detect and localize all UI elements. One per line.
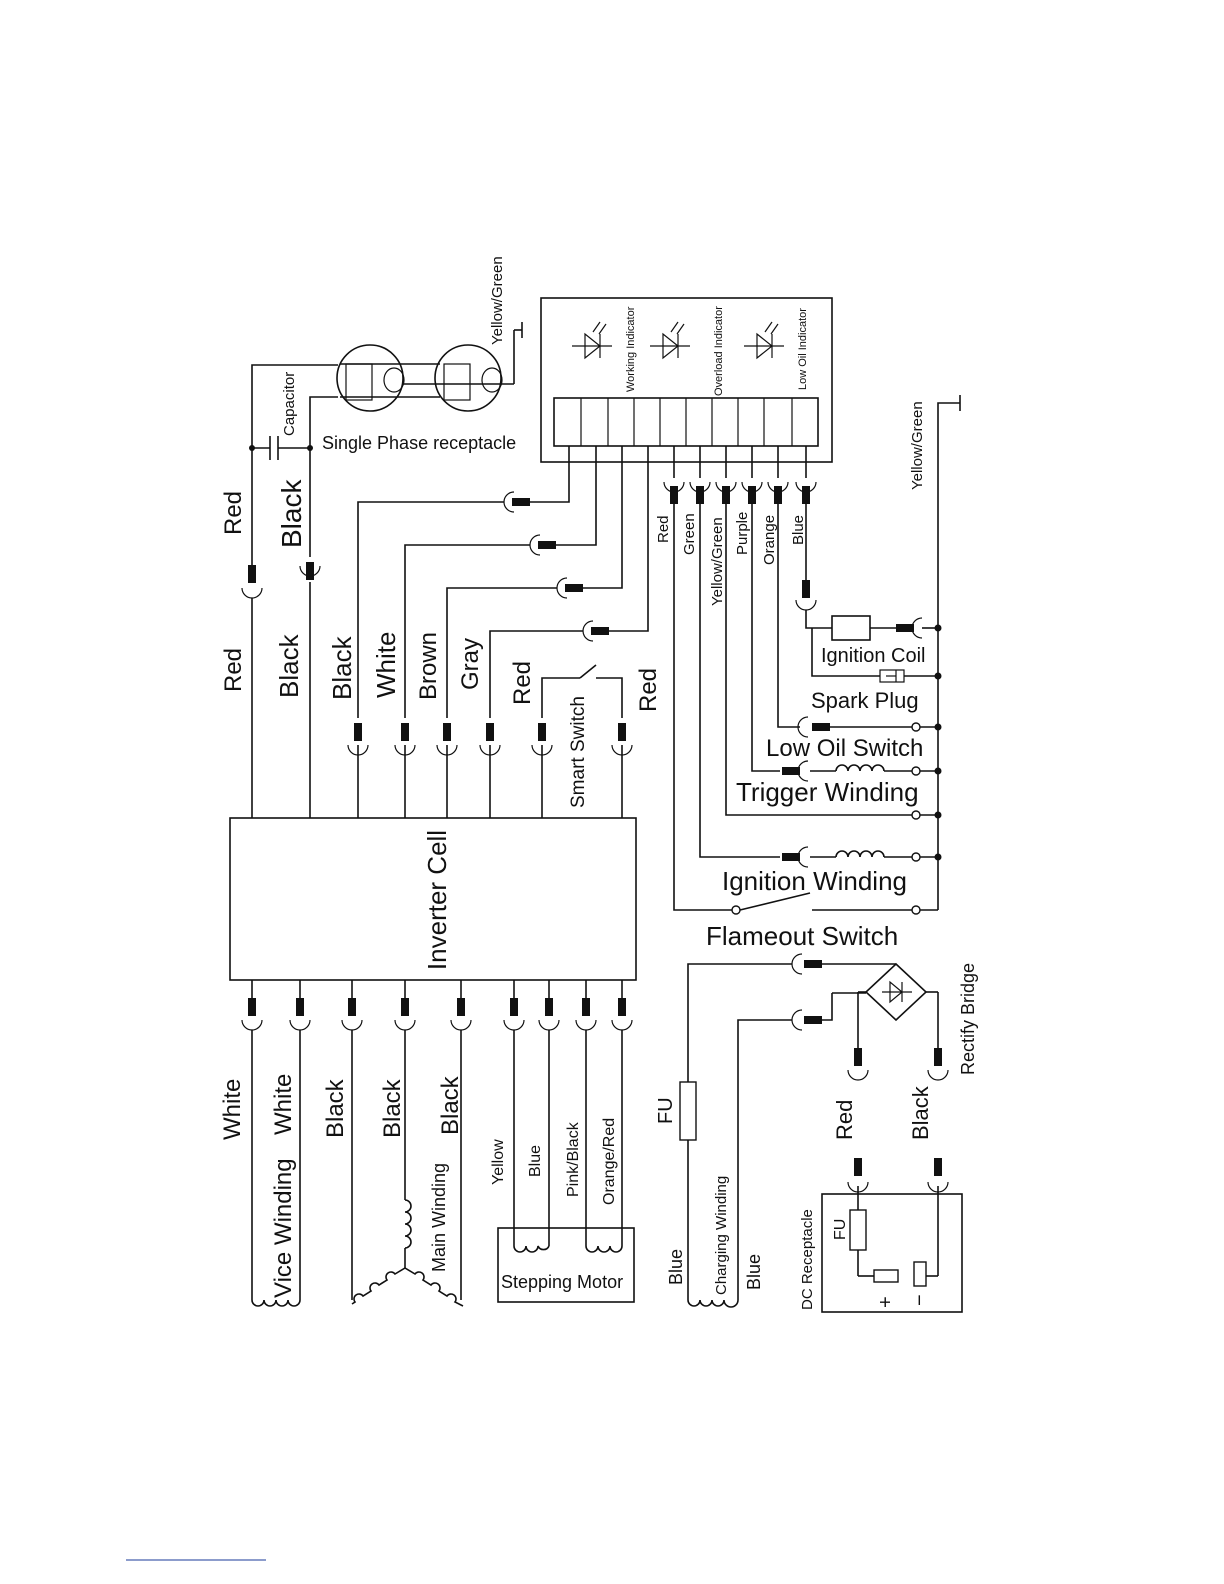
panel-to-cell-wires [347,446,649,818]
panel-output-plugs [663,446,817,504]
vice-winding-label: Vice Winding [270,1158,297,1298]
plus-label: + [875,1296,897,1308]
minus-label: − [909,1294,931,1306]
panel-wire-orange: Orange [761,515,778,565]
bot-label-black-2: Black [379,1078,406,1138]
main-winding-label: Main Winding [429,1163,449,1272]
led-low-oil-icon [744,321,784,360]
charge-blue-label-1: Blue [666,1249,686,1285]
vice-winding [251,1030,301,1307]
wire-label-black-1: Black [276,479,307,548]
dc-black-label: Black [908,1085,933,1140]
working-indicator-label: Working Indicator [625,306,637,392]
wire-label-red-4: Red [635,668,662,712]
bot-label-pink-black: Pink/Black [565,1121,582,1197]
wire-label-white: White [371,632,401,698]
rectify-bridge-label: Rectify Bridge [958,963,978,1075]
capacitor-label: Capacitor [281,372,298,436]
flameout-switch-label: Flameout Switch [706,921,898,951]
fu-1-label: FU [655,1097,677,1124]
bot-label-black-3: Black [437,1075,464,1135]
bot-label-yellow: Yellow [490,1139,507,1185]
yellow-green-right-label: Yellow/Green [909,401,926,490]
main-winding [351,1030,464,1307]
charging-winding-label: Charging Winding [713,1176,730,1295]
low-oil-switch-label: Low Oil Switch [766,735,923,762]
dc-receptacle [821,1186,963,1313]
wire-label-black-2: Black [274,633,304,698]
bot-label-blue: Blue [527,1145,544,1177]
bot-label-black-1: Black [322,1078,349,1138]
led-working-icon [572,321,612,360]
bot-label-white-1: White [219,1079,246,1140]
low-oil-indicator-label: Low Oil Indicator [797,308,809,390]
wire-label-red-2: Red [220,648,247,692]
ignition-winding-label: Ignition Winding [722,866,907,896]
smart-switch-label: Smart Switch [568,696,589,808]
panel-wire-green: Green [681,513,698,555]
charging-circuit [679,953,896,1308]
inverter-cell-label: Inverter Cell [422,830,452,970]
wire-label-black-3: Black [327,635,357,700]
dc-receptacle-label: DC Receptacle [799,1209,816,1310]
overload-indicator-label: Overload Indicator [713,306,725,396]
engine-wiring [673,395,961,915]
wire-label-brown: Brown [415,632,442,700]
terminal-block [553,397,819,447]
led-overload-icon [650,321,690,360]
ignition-coil-label: Ignition Coil [821,645,926,667]
indicator-panel [540,297,833,463]
stepping-motor [497,1030,635,1303]
yellow-green-top-label: Yellow/Green [489,256,506,345]
smart-switch [531,664,633,818]
bottom-plugs [241,980,633,1031]
single-phase-receptacle [336,322,523,412]
wire-label-red-1: Red [220,491,247,535]
panel-wire-yellow-green: Yellow/Green [709,517,726,606]
panel-wire-purple: Purple [734,512,751,555]
rectify-bridge [847,962,949,1193]
receptacle-wiring [241,364,338,818]
inverter-cell-box [229,817,637,981]
single-phase-receptacle-label: Single Phase receptacle [322,433,516,453]
wire-label-gray: Gray [457,638,484,690]
panel-wire-red: Red [655,515,672,543]
spark-plug-label: Spark Plug [811,688,919,713]
bot-label-orange-red: Orange/Red [601,1118,618,1205]
panel-wire-blue: Blue [790,515,807,545]
bot-label-white-2: White [270,1074,297,1135]
charge-blue-label-2: Blue [744,1254,764,1290]
wire-label-red-3: Red [509,661,536,705]
stepping-motor-label: Stepping Motor [501,1272,623,1292]
dc-red-label: Red [832,1100,857,1140]
trigger-winding-label: Trigger Winding [736,777,919,807]
fu-2-label: FU [832,1219,849,1240]
